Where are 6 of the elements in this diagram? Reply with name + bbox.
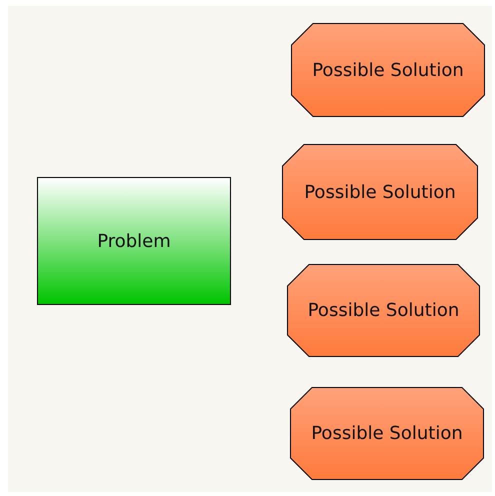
node-label: Possible Solution [308,300,460,321]
node-label: Possible Solution [312,60,464,80]
problem-box [37,177,231,305]
node-label: Problem [97,230,171,252]
node-label: Possible Solution [304,182,456,202]
node-label: Possible Solution [311,423,463,444]
